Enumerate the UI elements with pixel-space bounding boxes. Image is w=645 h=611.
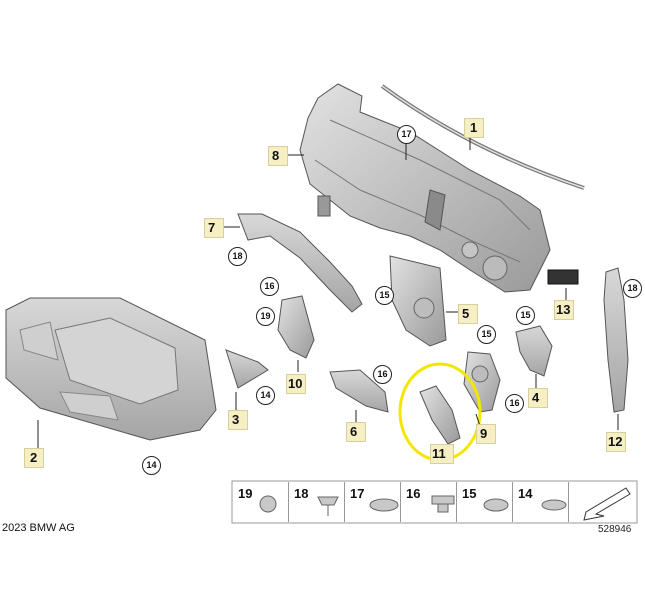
callout-15: 15 (477, 325, 496, 344)
callout-14: 14 (256, 386, 275, 405)
callout-15: 15 (375, 286, 394, 305)
part-label-2: 2 (30, 450, 38, 465)
part-3-wedge (225, 349, 269, 389)
callout-19: 19 (256, 307, 275, 326)
part-10-bracket (277, 295, 315, 359)
part-label-12: 12 (608, 434, 623, 449)
part-label-6: 6 (350, 424, 358, 439)
fastener-cell-19: 19 (232, 482, 289, 522)
part-12-strip (603, 267, 629, 413)
part-label-7: 7 (208, 220, 216, 235)
arrow-icon (583, 487, 631, 521)
fastener-cell-18: 18 (288, 482, 345, 522)
callout-14: 14 (142, 456, 161, 475)
callout-16: 16 (260, 277, 279, 296)
part-13-block (547, 269, 579, 285)
callout-18: 18 (228, 247, 247, 266)
fastener-cell-14: 14 (512, 482, 569, 522)
part-7-bracket (237, 213, 363, 313)
document-number: 528946 (598, 524, 632, 535)
fastener-cell-16: 16 (400, 482, 457, 522)
part-4-bracket (515, 325, 553, 377)
part-label-3: 3 (232, 412, 240, 427)
part-8-bulkhead (299, 83, 551, 293)
part-label-11: 11 (432, 446, 446, 461)
callout-16: 16 (505, 394, 524, 413)
part-label-9: 9 (480, 426, 488, 441)
part-label-13: 13 (556, 302, 571, 317)
callout-17: 17 (397, 125, 416, 144)
fastener-cell-15: 15 (456, 482, 513, 522)
part-label-8: 8 (272, 148, 280, 163)
copyright-text: 2023 BMW AG (2, 522, 75, 534)
part-label-10: 10 (288, 376, 303, 391)
fastener-icons (259, 495, 567, 516)
fastener-cell-17: 17 (344, 482, 401, 522)
callout-18: 18 (623, 279, 642, 298)
part-label-4: 4 (532, 390, 540, 405)
callout-15: 15 (516, 306, 535, 325)
callout-16: 16 (373, 365, 392, 384)
leader-lines (37, 136, 619, 448)
part-label-1: 1 (470, 120, 478, 135)
part-11-insulation (419, 385, 461, 445)
part-6-plate (329, 369, 389, 413)
part-label-5: 5 (462, 306, 470, 321)
